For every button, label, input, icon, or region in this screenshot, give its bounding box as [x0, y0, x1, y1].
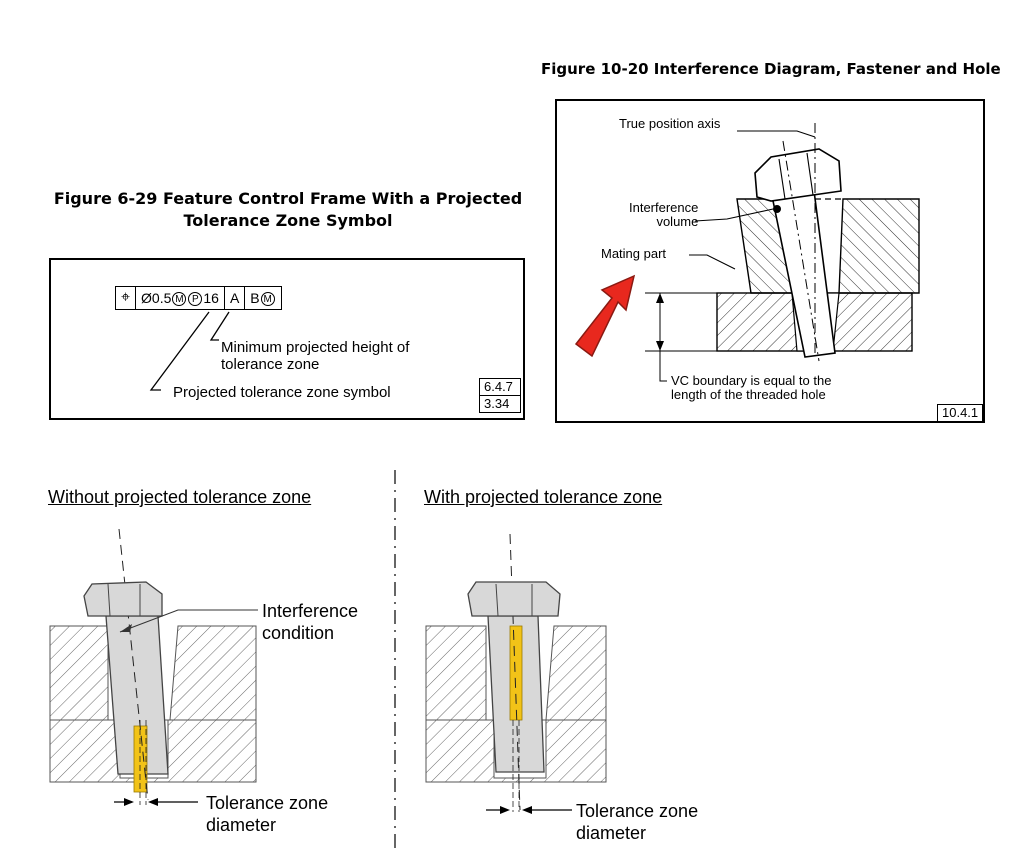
right-tolerance-zone: [509, 625, 523, 721]
bolt-axis: [782, 140, 820, 362]
label-true-position-axis: True position axis: [619, 116, 721, 131]
mmc-modifier-icon: M: [172, 292, 187, 307]
label-min-height-line1: Minimum projected height of: [221, 339, 410, 356]
leader-interference-condition: [119, 609, 258, 633]
fig-6-29-ref: 6.4.7 3.34: [479, 378, 521, 413]
projected-modifier-icon: P: [188, 292, 203, 307]
left-tolerance-label: Tolerance zone diameter: [206, 792, 328, 836]
position-symbol-icon: ⌖: [116, 287, 137, 309]
fcf-height: 16: [203, 290, 219, 306]
right-bolt-head: [467, 581, 561, 617]
label-vc-line2: length of the threaded hole: [671, 387, 826, 402]
right-tolerance-line2: diameter: [576, 823, 647, 843]
label-mating-part: Mating part: [601, 246, 667, 261]
fcf-datum-b: B: [250, 290, 260, 306]
label-interference-condition-line2: condition: [262, 623, 335, 643]
interference-volume-mark: [773, 205, 781, 213]
leader-vc: [659, 351, 667, 382]
leader-mating: [689, 254, 736, 270]
fig-10-20-panel: True position axis Interference volume M…: [555, 99, 985, 423]
left-upper-plate-left: [49, 625, 109, 721]
label-min-height-line2: tolerance zone: [221, 356, 320, 373]
label-interference-volume: Interference volume: [629, 201, 698, 229]
right-upper-plate-left: [425, 625, 487, 721]
leader-interference: [694, 208, 774, 222]
ref-bottom: 3.34: [479, 396, 521, 413]
leader-true-position: [737, 130, 816, 138]
mating-part-right: [838, 198, 920, 294]
fig-6-29-leaders: [149, 311, 230, 391]
label-min-projected-height: Minimum projected height of tolerance zo…: [221, 339, 409, 373]
right-assembly: [425, 533, 607, 814]
center-divider: [394, 470, 396, 850]
datum-mmc-modifier-icon: M: [260, 292, 275, 307]
fig-6-29-title-line1: Figure 6-29 Feature Control Frame With a…: [53, 189, 523, 208]
leader-min-height: [209, 311, 230, 341]
right-tolerance-line1: Tolerance zone: [576, 801, 699, 821]
right-heading: With projected tolerance zone: [424, 487, 663, 507]
label-interference-condition-line1: Interference: [262, 601, 359, 621]
fig-6-29-title-line2: Tolerance Zone Symbol: [183, 211, 393, 230]
label-vc-boundary: VC boundary is equal to the length of th…: [671, 374, 831, 402]
right-upper-plate-right: [545, 625, 607, 721]
left-bolt-head: [83, 581, 163, 617]
fig-6-29-title: Figure 6-29 Feature Control Frame With a…: [40, 188, 536, 232]
right-tolerance-label: Tolerance zone diameter: [576, 800, 698, 844]
label-interference-line1: Interference: [629, 200, 699, 215]
fig-10-20-ref: 10.4.1: [937, 404, 984, 422]
left-tolerance-line2: diameter: [206, 815, 277, 835]
fcf-datum-a: A: [225, 287, 246, 309]
red-arrow-icon: [574, 274, 636, 358]
ref-top: 6.4.7: [479, 378, 521, 396]
left-heading: Without projected tolerance zone: [48, 487, 312, 507]
label-interference-line2: volume: [656, 214, 699, 229]
label-vc-line1: VC boundary is equal to the: [671, 373, 832, 388]
label-interference-condition: Interference condition: [262, 600, 358, 644]
left-assembly: [49, 528, 258, 806]
fig-10-20-drawing: [645, 123, 920, 382]
fcf-diameter: Ø0.5: [141, 290, 172, 306]
left-upper-plate-right: [169, 625, 257, 721]
label-projected-symbol: Projected tolerance zone symbol: [173, 384, 391, 401]
leader-symbol-line: [149, 311, 210, 391]
left-tolerance-zone: [133, 725, 148, 793]
left-tolerance-line1: Tolerance zone: [206, 793, 329, 813]
fig-10-20-title: Figure 10-20 Interference Diagram, Faste…: [541, 60, 1001, 78]
bolt-head: [754, 148, 842, 202]
